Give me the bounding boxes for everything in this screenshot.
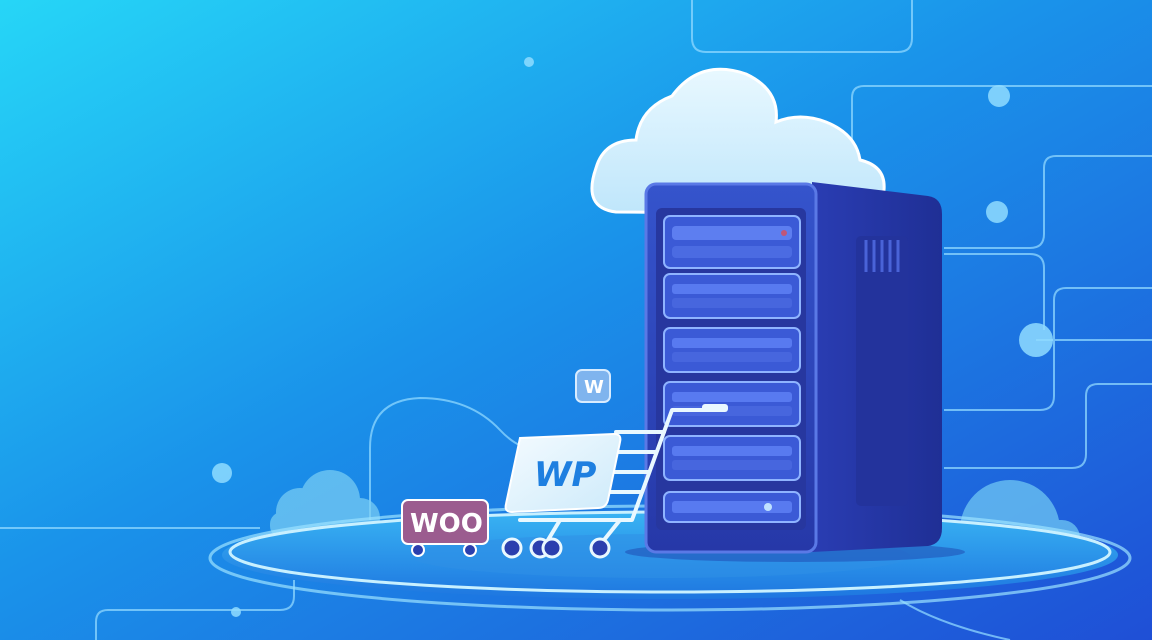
server-unit-top <box>663 215 801 269</box>
w-tag-icon: W <box>575 369 611 403</box>
woo-badge-label: WOO <box>410 509 483 539</box>
circuit-nodes <box>212 57 1053 617</box>
wp-card: WP <box>504 432 622 514</box>
cart-wheels <box>501 537 611 559</box>
woo-badge: WOO <box>401 499 489 557</box>
w-tag-label: W <box>584 377 604 398</box>
server-rack-icon <box>625 182 965 562</box>
server-units <box>663 273 801 523</box>
wp-card-label: WP <box>534 455 597 495</box>
cloud-icon <box>590 67 886 216</box>
cart-handle <box>702 404 728 412</box>
